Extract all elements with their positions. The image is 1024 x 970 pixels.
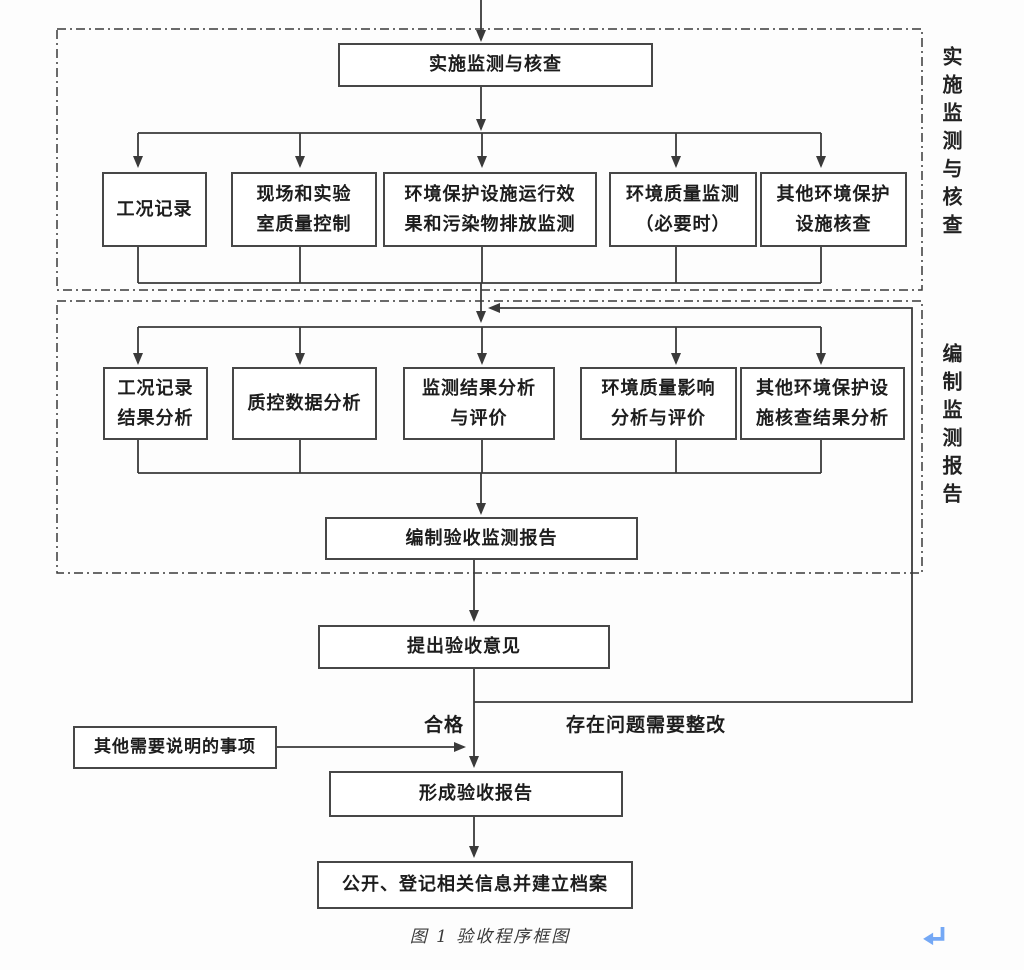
node-operating-record: 工况记录 [102,172,207,247]
section-label-reporting: 编制监测报告 [939,343,961,511]
node-other-items-to-explain: 其他需要说明的事项 [73,726,277,769]
node-propose-acceptance-opinion: 提出验收意见 [318,625,610,669]
edge-label-rectify: 存在问题需要整改 [566,715,727,736]
node-monitoring-result-analysis: 监测结果分析 与评价 [403,367,555,440]
node-form-acceptance-report: 形成验收报告 [329,771,623,817]
node-site-lab-quality-control: 现场和实验 室质量控制 [231,172,377,247]
section-label-monitoring: 实施监测与核查 [939,46,961,242]
section-reporting-border [56,300,923,574]
node-env-quality-monitoring: 环境质量监测 （必要时） [609,172,757,247]
figure-caption: 图 1 验收程序框图 [409,927,571,947]
section-monitoring-border [56,28,923,291]
node-publish-register-archive: 公开、登记相关信息并建立档案 [317,861,633,909]
node-operating-record-analysis: 工况记录 结果分析 [103,367,208,440]
return-arrow-icon [923,927,945,946]
node-other-facility-check-analysis: 其他环境保护设 施核查结果分析 [740,367,905,440]
node-facility-operation-emission-monitoring: 环境保护设施运行效 果和污染物排放监测 [383,172,597,247]
node-implement-monitoring: 实施监测与核查 [338,43,653,87]
node-env-quality-impact-analysis: 环境质量影响 分析与评价 [580,367,737,440]
node-qc-data-analysis: 质控数据分析 [232,367,377,440]
edge-label-pass: 合格 [424,715,465,736]
node-other-facility-check: 其他环境保护 设施核查 [760,172,907,247]
node-compile-monitoring-report: 编制验收监测报告 [325,517,638,560]
